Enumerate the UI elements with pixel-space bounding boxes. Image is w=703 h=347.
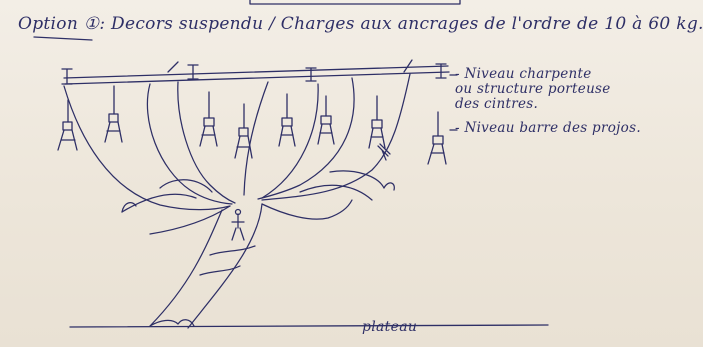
tree-roots [149,319,195,327]
label-niveau-barre: - Niveau barre des projos. [455,120,641,136]
tree-branch-center-left [177,81,236,204]
projector-6 [317,95,335,145]
tree-crown-lower-right [299,170,385,201]
label-niveau-charpente-line-3: des cintres. [455,96,539,112]
truss-beam [61,59,450,85]
projector-5 [278,93,296,147]
projector-7 [368,95,386,149]
projector-4 [234,103,253,159]
plateau-floor-line [69,324,549,328]
label-plateau: plateau [362,319,418,335]
tree-branch-right-outer [261,73,411,201]
branch-hatching [377,143,391,161]
tree-branch-center [243,81,269,196]
tree-branch-center-right [261,83,319,199]
tree-trunk-right [187,203,263,329]
hanging-figure [231,213,245,241]
sketch-title: Option ①: Decors suspendu / Charges aux … [18,14,703,34]
projector-8 [427,111,447,165]
tree-branch-left-outer [63,85,231,211]
tree-hanging-curls [121,182,395,213]
tree-decor [63,73,411,329]
projector-2 [104,85,123,143]
tree-branch-left-inner [146,83,233,205]
top-edge-line [249,0,461,5]
tree-trunk-bark [199,245,256,276]
title-underline [33,36,93,41]
label-niveau-charpente: - Niveau charpente ou structure porteuse… [455,67,611,112]
projector-3 [199,91,218,147]
tree-branch-right-inner [257,77,355,200]
projector-row [57,85,447,165]
label-niveau-charpente-line-1: - Niveau charpente [455,66,592,82]
tree-trunk-left [149,209,223,327]
tree-side-branch [149,199,353,235]
projector-1 [57,99,78,151]
tree-crown-lower-left [121,179,213,213]
label-niveau-charpente-line-2: ou structure porteuse [455,81,611,97]
